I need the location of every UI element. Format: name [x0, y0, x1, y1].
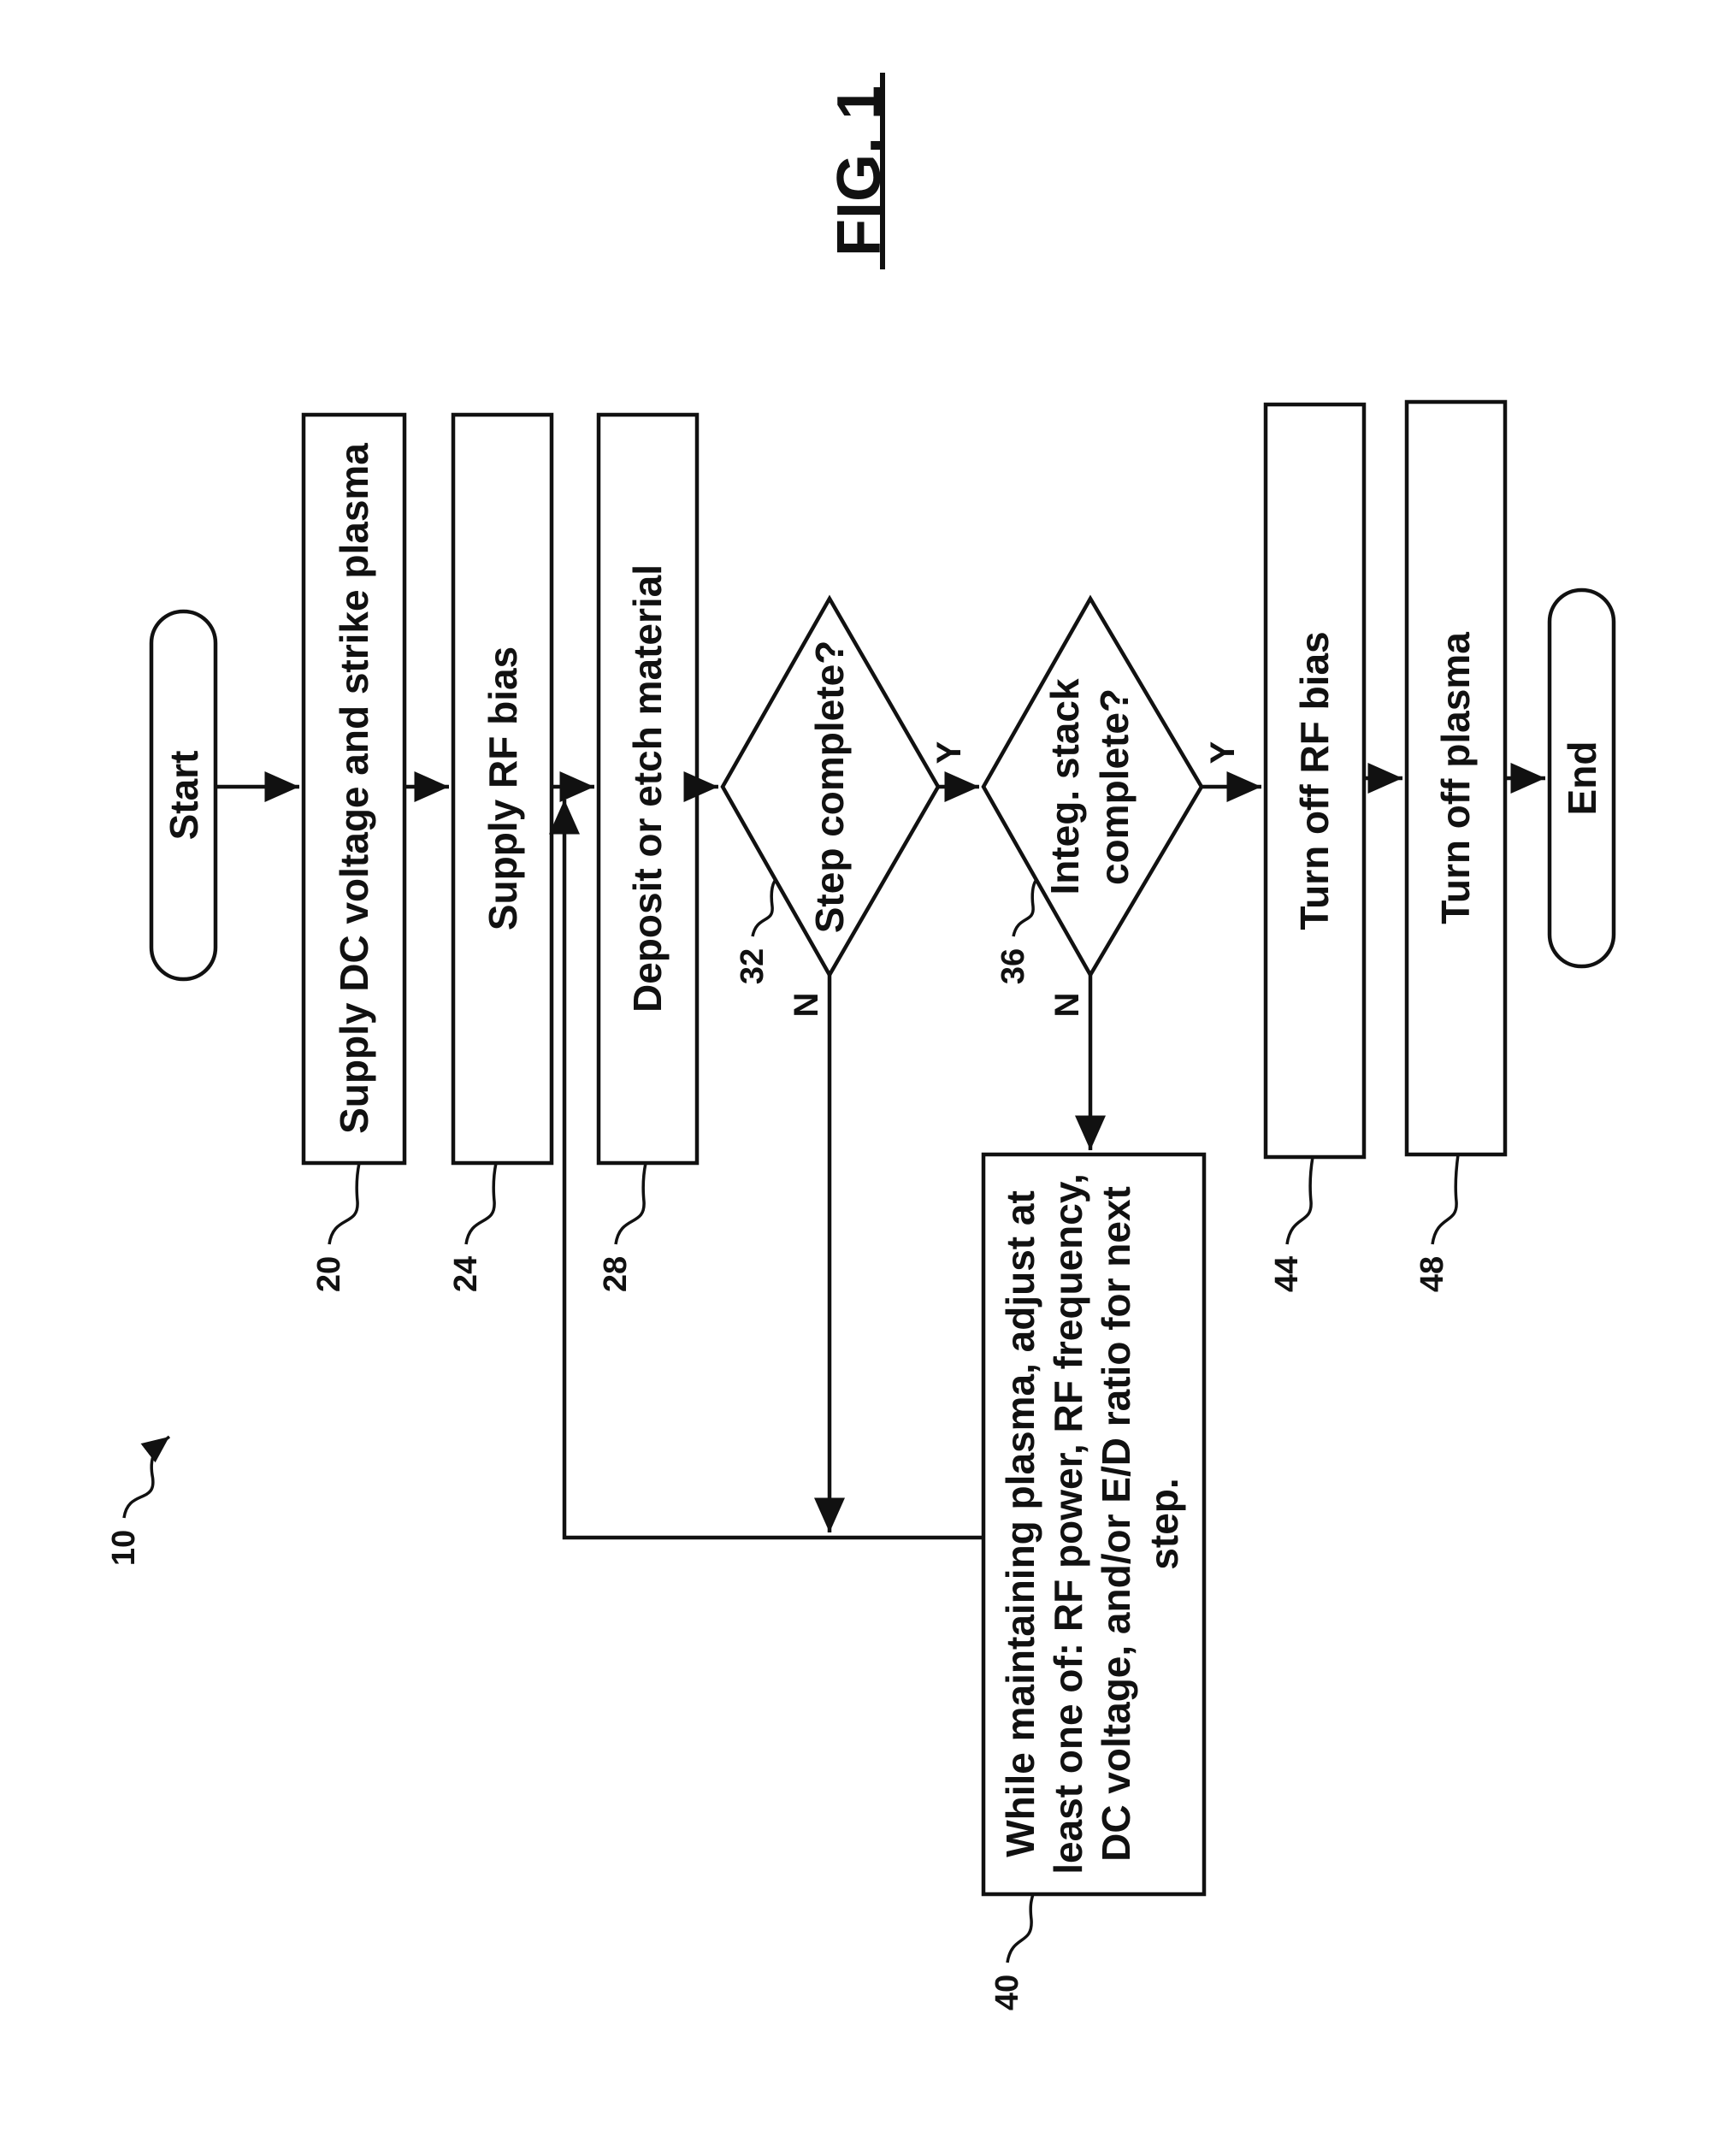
stack-complete-decision: Integ. stack complete? [983, 599, 1202, 975]
step-complete-decision: Step complete? [723, 599, 938, 975]
stack-yes-label: Y [1204, 741, 1242, 764]
ref-leader-36 [1013, 881, 1036, 936]
adjust-label-line2: least one of: RF power, RF frequency, [1046, 1173, 1090, 1875]
end-label: End [1560, 741, 1604, 816]
ref-numeral-20: 20 [311, 1256, 347, 1292]
supply-dc-label: Supply DC voltage and strike plasma [332, 443, 376, 1134]
stack-no-label: N [1048, 993, 1086, 1018]
step-yes-label: Y [930, 741, 968, 764]
start-label: Start [162, 751, 206, 841]
deposit-label: Deposit or etch material [625, 564, 670, 1013]
turn-off-rf-label: Turn off RF bias [1292, 631, 1337, 930]
adjust-label-line1: While maintaining plasma, adjust at [998, 1190, 1042, 1857]
ref-leader-44 [1287, 1157, 1313, 1244]
ref-leader-48 [1432, 1154, 1458, 1244]
end-terminal: End [1550, 590, 1614, 966]
ref-numeral-40: 40 [989, 1975, 1025, 2010]
adjust-label-line4: step. [1142, 1478, 1186, 1569]
ref-numeral-36: 36 [995, 948, 1031, 984]
ref-numeral-44: 44 [1269, 1256, 1305, 1292]
ref-leader-20 [329, 1163, 359, 1244]
turn-off-plasma-label: Turn off plasma [1433, 632, 1478, 924]
turn-off-rf-step: Turn off RF bias [1266, 404, 1364, 1157]
ref-numeral-24: 24 [448, 1256, 484, 1292]
ref-leader-24 [466, 1163, 496, 1244]
start-terminal: Start [151, 611, 216, 979]
stack-complete-label-line2: complete? [1092, 688, 1137, 885]
ref-numeral-10: 10 [106, 1530, 142, 1566]
turn-off-plasma-step: Turn off plasma [1407, 402, 1505, 1154]
ref-numeral-48: 48 [1414, 1256, 1450, 1292]
ref-leader-40 [1007, 1894, 1033, 1963]
step-complete-label: Step complete? [807, 641, 852, 934]
ref-numeral-32: 32 [735, 948, 771, 984]
figure-title: FIG. 1 [825, 73, 894, 269]
ref-leader-28 [616, 1163, 646, 1244]
ref-leader-32 [753, 881, 775, 936]
ref-numeral-28: 28 [598, 1256, 634, 1292]
supply-dc-step: Supply DC voltage and strike plasma [304, 415, 404, 1163]
adjust-step: While maintaining plasma, adjust at leas… [983, 1154, 1204, 1894]
supply-rf-step: Supply RF bias [453, 415, 552, 1163]
supply-rf-label: Supply RF bias [481, 646, 525, 930]
deposit-step: Deposit or etch material [599, 415, 697, 1163]
step-no-label: N [788, 993, 825, 1018]
adjust-label-line3: DC voltage, and/or E/D ratio for next [1094, 1186, 1138, 1862]
stack-complete-label-line1: Integ. stack [1042, 678, 1087, 895]
ref-leader-10 [124, 1437, 169, 1518]
